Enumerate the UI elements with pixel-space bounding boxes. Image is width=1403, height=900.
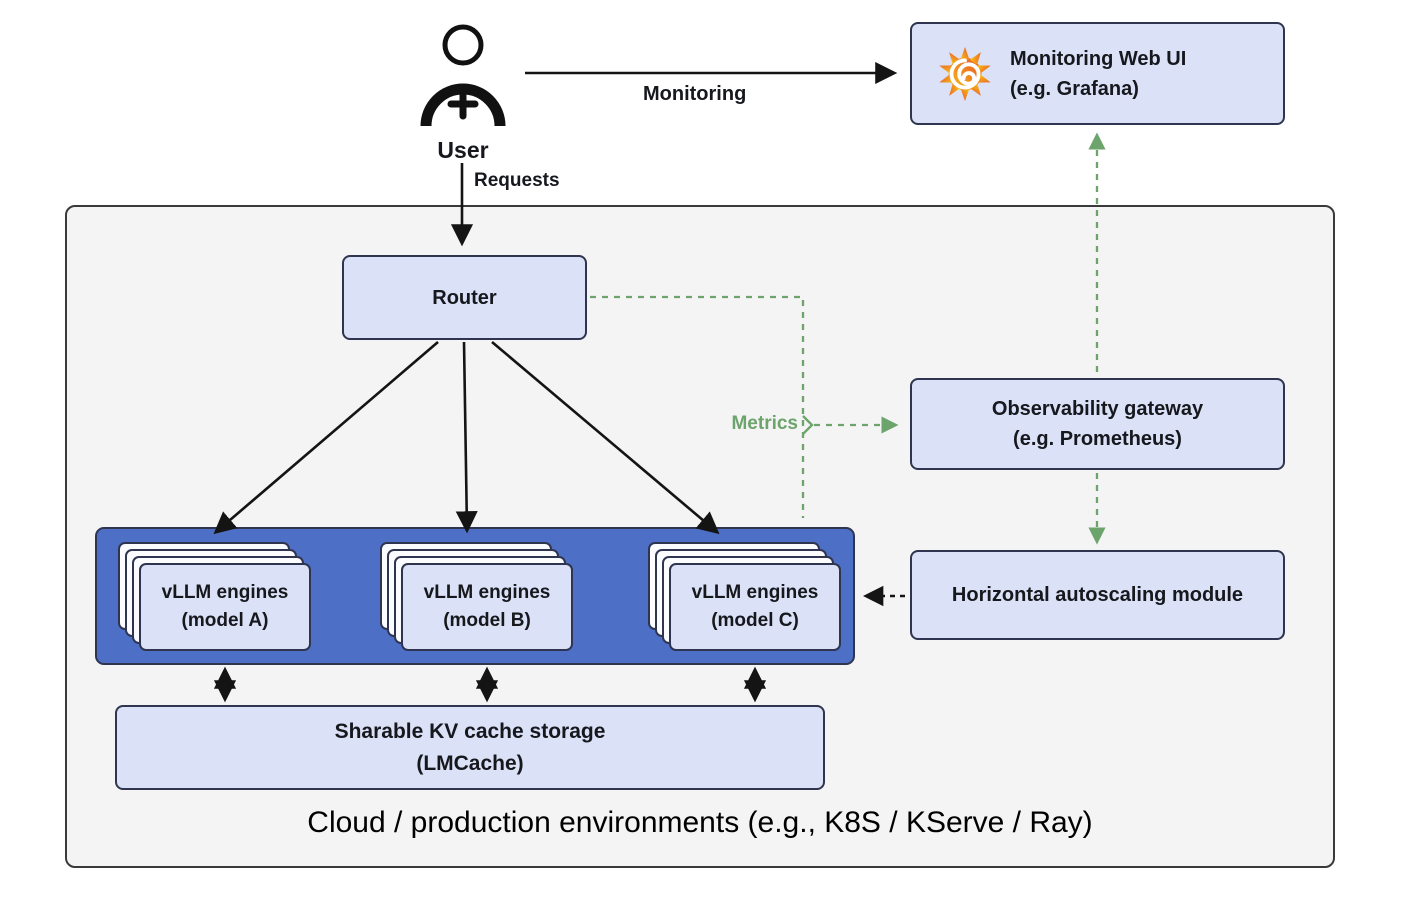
observability-gateway-label-line1: Observability gateway [991, 398, 1204, 420]
metrics-edge-label: Metrics [731, 413, 798, 434]
autoscaling-module-node: Horizontal autoscaling module [910, 550, 1285, 640]
user-icon [420, 24, 506, 127]
monitoring-edge-label: Monitoring [643, 83, 747, 105]
engine-a-label-line2: (model A) [181, 610, 269, 631]
engine-c-label-line1: vLLM engines [691, 581, 819, 603]
vllm-engine-node-model-c: vLLM engines (model C) [669, 563, 841, 651]
requests-edge-label: Requests [474, 170, 560, 191]
monitoring-web-ui-label-line1: Monitoring Web UI [1010, 47, 1187, 70]
grafana-logo-icon [939, 46, 991, 101]
kv-cache-label-line1: Sharable KV cache storage [334, 720, 606, 743]
engine-b-label-line1: vLLM engines [423, 581, 551, 603]
vllm-engines-stack-model-c: vLLM engines (model C) [648, 542, 843, 653]
vllm-engines-stack-model-a: vLLM engines (model A) [118, 542, 313, 653]
observability-gateway-label-line2: (e.g. Prometheus) [1013, 428, 1182, 450]
router-node: Router [342, 255, 587, 340]
monitoring-web-ui-node: Monitoring Web UI (e.g. Grafana) [910, 22, 1285, 125]
environment-caption: Cloud / production environments (e.g., K… [307, 806, 1093, 839]
vllm-engine-node-model-a: vLLM engines (model A) [139, 563, 311, 651]
kv-cache-label-line2: (LMCache) [416, 751, 524, 775]
user-figure: User [420, 18, 506, 164]
vllm-engines-stack-model-b: vLLM engines (model B) [380, 542, 575, 653]
observability-gateway-node: Observability gateway (e.g. Prometheus) [910, 378, 1285, 470]
engine-c-label-line2: (model C) [711, 610, 799, 631]
kv-cache-node: Sharable KV cache storage (LMCache) [115, 705, 825, 790]
router-label: Router [432, 286, 497, 309]
vllm-engine-node-model-b: vLLM engines (model B) [401, 563, 573, 651]
user-label: User [437, 137, 489, 163]
engine-a-label-line1: vLLM engines [161, 581, 289, 603]
monitoring-web-ui-label-line2: (e.g. Grafana) [1010, 77, 1139, 100]
autoscaling-module-label: Horizontal autoscaling module [951, 584, 1244, 606]
engine-b-label-line2: (model B) [443, 610, 531, 631]
